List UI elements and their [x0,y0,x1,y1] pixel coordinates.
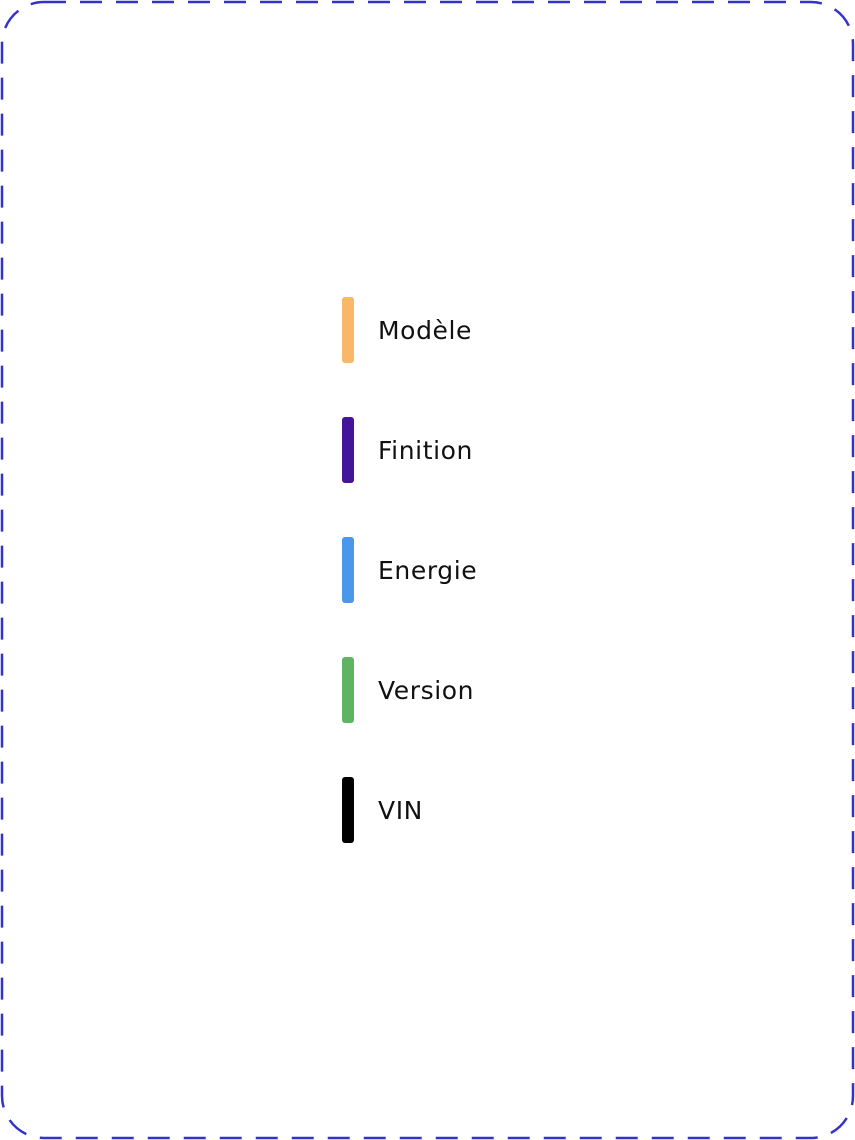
legend-label-finition: Finition [378,435,473,465]
swatch-modele [342,297,354,363]
legend-item-energie: Energie [342,537,642,603]
swatch-vin [342,777,354,843]
swatch-finition [342,417,354,483]
swatch-version [342,657,354,723]
legend-label-vin: VIN [378,795,423,825]
legend-item-finition: Finition [342,417,642,483]
legend-label-modele: Modèle [378,315,473,345]
swatch-energie [342,537,354,603]
legend-item-vin: VIN [342,777,642,843]
legend: Modèle Finition Energie Version VIN [342,297,642,843]
legend-item-version: Version [342,657,642,723]
legend-label-energie: Energie [378,555,478,585]
legend-label-version: Version [378,675,475,705]
legend-item-modele: Modèle [342,297,642,363]
